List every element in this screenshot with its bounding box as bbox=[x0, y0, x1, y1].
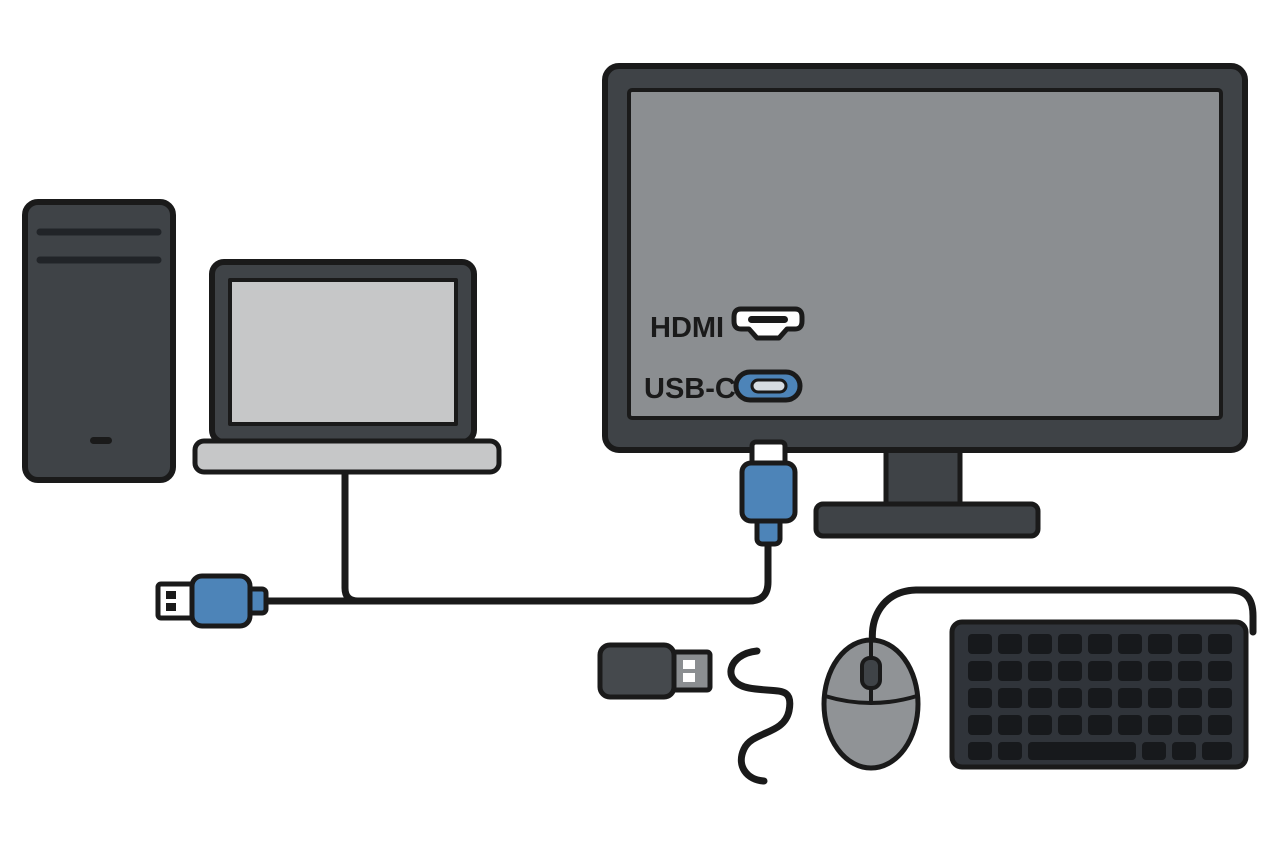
keyboard-key bbox=[1142, 742, 1166, 760]
usb-c-body bbox=[739, 460, 798, 524]
tower-body bbox=[22, 199, 176, 483]
keyboard-key bbox=[968, 742, 992, 760]
flash-drive-hole-1 bbox=[683, 660, 695, 669]
keyboard-keys bbox=[968, 634, 1232, 736]
usb-a-hole-2 bbox=[166, 603, 176, 611]
usb-a-body bbox=[189, 573, 253, 629]
keyboard-spacebar bbox=[1028, 742, 1136, 760]
usb-c-port-icon bbox=[733, 369, 803, 403]
mouse-cable bbox=[868, 586, 1257, 650]
mouse-scroll-wheel bbox=[860, 656, 882, 690]
usb-flash-drive-icon bbox=[597, 642, 713, 700]
usb-a-hole-1 bbox=[166, 591, 176, 599]
desktop-tower-icon bbox=[22, 199, 176, 483]
cables bbox=[259, 470, 1257, 785]
monitor-icon bbox=[602, 63, 1248, 539]
keyboard-key bbox=[1172, 742, 1196, 760]
laptop-cable-branch bbox=[341, 470, 362, 605]
usb-cable bbox=[259, 534, 772, 605]
tower-power-slot bbox=[90, 437, 112, 444]
usb-a-connector-icon bbox=[155, 573, 269, 629]
loose-cable-icon bbox=[727, 647, 794, 785]
keyboard-icon bbox=[949, 619, 1249, 770]
mouse-icon bbox=[821, 637, 921, 771]
keyboard-key bbox=[998, 742, 1022, 760]
hdmi-slot bbox=[748, 316, 788, 323]
usbc-label: USB-C bbox=[644, 373, 736, 405]
monitor-stand-neck bbox=[883, 445, 963, 513]
hdmi-port-icon bbox=[731, 306, 805, 341]
mouse-button-divider bbox=[823, 694, 919, 705]
hdmi-label: HDMI bbox=[650, 312, 724, 344]
monitor-stand-base bbox=[813, 501, 1041, 539]
monitor-port-usbc: USB-C bbox=[644, 369, 803, 405]
laptop-screen bbox=[228, 278, 458, 426]
laptop-base bbox=[192, 438, 502, 475]
flash-drive-hole-2 bbox=[683, 673, 695, 682]
usb-c-connector-icon bbox=[739, 439, 798, 547]
usbc-pill-inner bbox=[750, 378, 788, 394]
laptop-icon bbox=[192, 259, 502, 475]
monitor-screen bbox=[627, 88, 1223, 420]
keyboard-key bbox=[1202, 742, 1232, 760]
flash-drive-body bbox=[597, 642, 677, 700]
monitor-port-hdmi: HDMI bbox=[650, 306, 805, 344]
